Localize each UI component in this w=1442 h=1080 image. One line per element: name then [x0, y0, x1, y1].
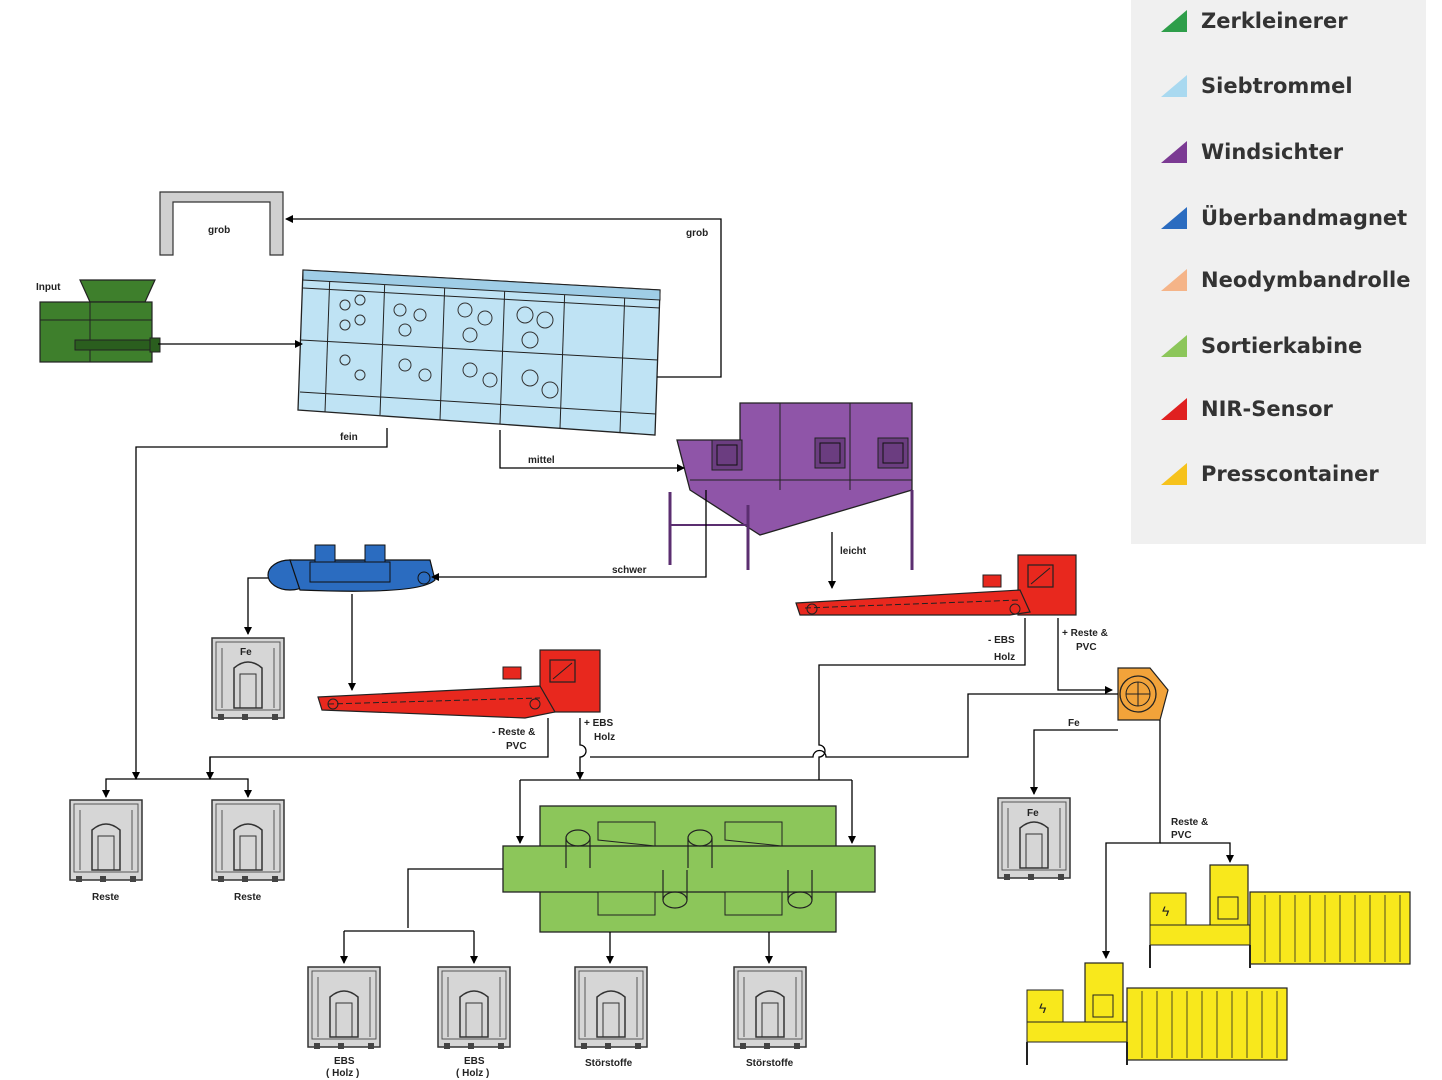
bin-label-ebs-2b: ( Holz )	[456, 1068, 489, 1079]
label-fein: fein	[340, 432, 358, 443]
svg-text:ϟ: ϟ	[1162, 903, 1170, 919]
legend-swatch-icon	[1161, 75, 1187, 97]
legend-item-siebtrommel: Siebtrommel	[1161, 71, 1353, 101]
label-reste-pvc-line-2: PVC	[1171, 830, 1192, 841]
overband-magnet	[267, 544, 436, 592]
flow-lines	[102, 215, 1234, 964]
bin-label-reste-2: Reste	[234, 892, 262, 903]
legend-item-ueberbandmagnet: Überbandmagnet	[1161, 203, 1407, 233]
label-ebs-holz-minus-2: Holz	[994, 652, 1015, 663]
legend-panel: Zerkleinerer Siebtrommel Windsichter Übe…	[1131, 0, 1426, 544]
label-grob-box: grob	[208, 225, 230, 236]
legend-swatch-icon	[1161, 10, 1187, 32]
bin-label-fe-magnet: Fe	[240, 647, 252, 658]
label-reste-pvc-line-1: Reste &	[1171, 817, 1208, 828]
nir-sensor-2	[317, 649, 601, 719]
neodym-roller	[1117, 667, 1169, 721]
press-container-2: ϟ	[1026, 962, 1288, 1065]
press-container-1: ϟ	[1149, 864, 1411, 968]
label-reste-pvc-minus-1: - Reste &	[492, 727, 535, 738]
legend-label: Presscontainer	[1201, 462, 1379, 486]
bin-label-ebs-1a: EBS	[334, 1056, 355, 1067]
label-reste-pvc-plus-2: PVC	[1076, 642, 1097, 653]
nir-sensor-1	[795, 554, 1077, 616]
legend-item-windsichter: Windsichter	[1161, 137, 1343, 167]
bin-stoer-1	[574, 966, 648, 1050]
svg-text:ϟ: ϟ	[1039, 1000, 1047, 1016]
bin-ebs-1	[307, 966, 381, 1050]
bin-stoer-2	[733, 966, 807, 1050]
label-grob-line: grob	[686, 228, 708, 239]
label-leicht: leicht	[840, 546, 867, 557]
label-ebs-holz-minus-1: - EBS	[988, 635, 1015, 646]
bin-reste-1	[69, 799, 143, 883]
legend-swatch-icon	[1161, 463, 1187, 485]
legend-item-sortierkabine: Sortierkabine	[1161, 331, 1362, 361]
bin-ebs-2	[437, 966, 511, 1050]
legend-label: Zerkleinerer	[1201, 9, 1348, 33]
bin-label-fe-neodym: Fe	[1027, 808, 1039, 819]
legend-item-nir-sensor: NIR-Sensor	[1161, 394, 1333, 424]
legend-swatch-icon	[1161, 335, 1187, 357]
label-input: Input	[36, 282, 61, 293]
bin-label-stoer-1: Störstoffe	[585, 1058, 633, 1069]
grob-bunker	[159, 191, 284, 256]
legend-label: NIR-Sensor	[1201, 397, 1333, 421]
label-schwer: schwer	[612, 565, 647, 576]
label-ebs-holz-plus-2: Holz	[594, 732, 615, 743]
bin-label-stoer-2: Störstoffe	[746, 1058, 794, 1069]
legend-label: Neodymbandrolle	[1201, 268, 1411, 292]
label-reste-pvc-plus-1: + Reste &	[1062, 628, 1108, 639]
legend-label: Windsichter	[1201, 140, 1344, 164]
bin-label-ebs-2a: EBS	[464, 1056, 485, 1067]
legend-item-zerkleinerer: Zerkleinerer	[1161, 6, 1348, 36]
legend-label: Siebtrommel	[1201, 74, 1353, 98]
shredder-machine	[39, 279, 161, 363]
label-fe-line: Fe	[1068, 718, 1080, 729]
label-reste-pvc-minus-2: PVC	[506, 741, 527, 752]
legend-swatch-icon	[1161, 398, 1187, 420]
label-ebs-holz-plus-1: + EBS	[584, 718, 614, 729]
legend-swatch-icon	[1161, 207, 1187, 229]
legend-item-presscontainer: Presscontainer	[1161, 459, 1379, 489]
legend-label: Sortierkabine	[1201, 334, 1363, 358]
legend-item-neodymbandrolle: Neodymbandrolle	[1161, 265, 1410, 295]
drum-screen	[297, 269, 661, 436]
bin-label-ebs-1b: ( Holz )	[326, 1068, 359, 1079]
legend-swatch-icon	[1161, 141, 1187, 163]
sorting-cabin	[502, 805, 876, 933]
legend-swatch-icon	[1161, 269, 1187, 291]
label-mittel: mittel	[528, 455, 555, 466]
legend-label: Überbandmagnet	[1201, 206, 1408, 230]
bin-reste-2	[211, 799, 285, 883]
wind-sifter	[668, 402, 914, 570]
bin-label-reste-1: Reste	[92, 892, 120, 903]
